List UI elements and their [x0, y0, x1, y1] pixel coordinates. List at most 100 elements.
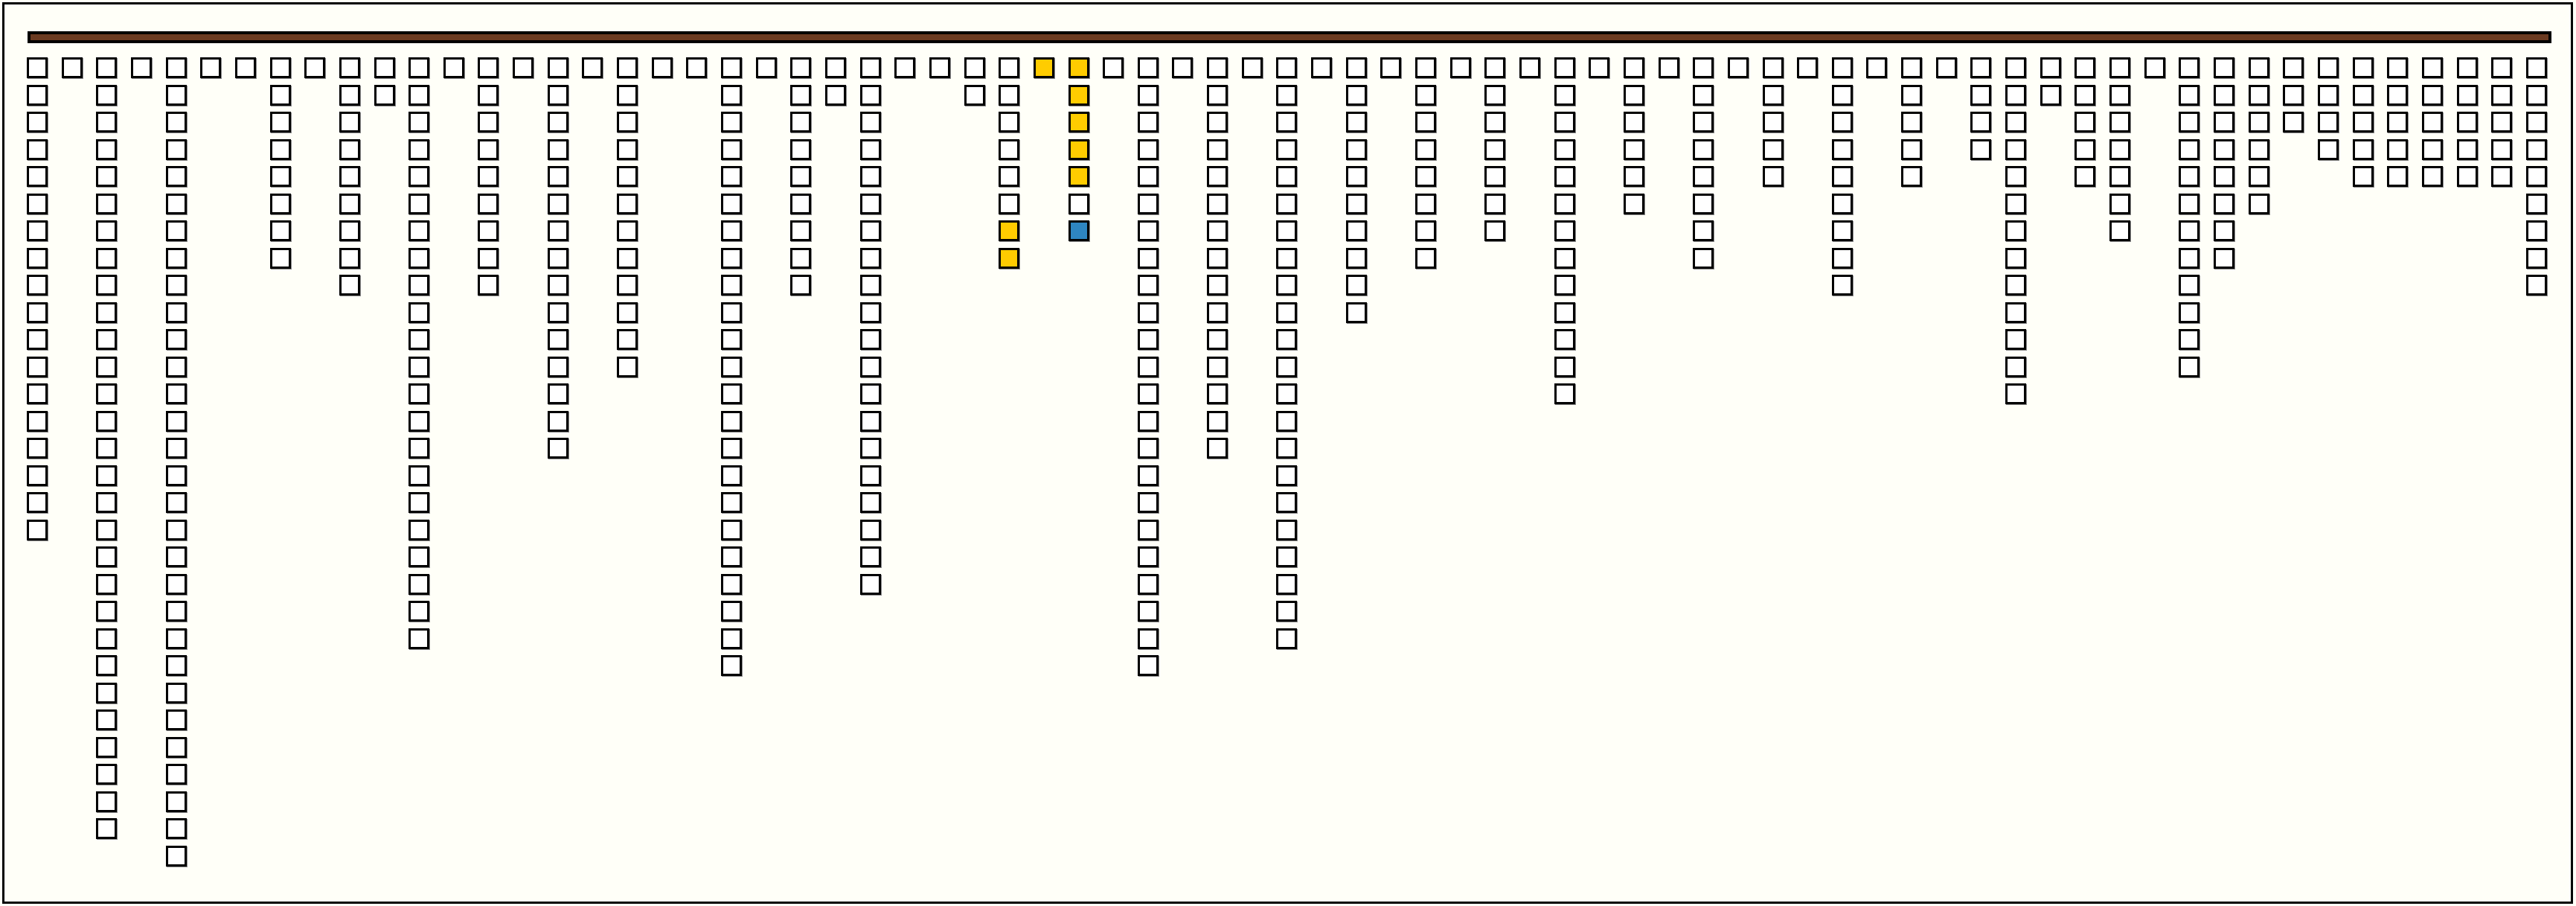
cell-empty[interactable] — [999, 193, 1020, 214]
cell-empty[interactable] — [2456, 84, 2478, 106]
cell-empty[interactable] — [165, 519, 187, 540]
cell-empty[interactable] — [547, 57, 568, 78]
cell-empty[interactable] — [1207, 138, 1228, 160]
cell-empty[interactable] — [1345, 57, 1367, 78]
cell-empty[interactable] — [408, 628, 430, 649]
cell-empty[interactable] — [1276, 220, 1298, 241]
cell-empty[interactable] — [2525, 112, 2547, 133]
cell-empty[interactable] — [1137, 383, 1159, 404]
cell-empty[interactable] — [408, 138, 430, 160]
cell-empty[interactable] — [2352, 166, 2374, 187]
cell-empty[interactable] — [2456, 166, 2478, 187]
cell-empty[interactable] — [269, 220, 291, 241]
cell-empty[interactable] — [478, 220, 499, 241]
cell-empty[interactable] — [859, 465, 881, 486]
cell-empty[interactable] — [304, 57, 326, 78]
cell-empty[interactable] — [2005, 247, 2027, 269]
cell-empty[interactable] — [96, 247, 118, 269]
cell-empty[interactable] — [165, 57, 187, 78]
cell-empty[interactable] — [1554, 138, 1575, 160]
cell-empty[interactable] — [2179, 166, 2200, 187]
cell-empty[interactable] — [2179, 220, 2200, 241]
cell-empty[interactable] — [547, 84, 568, 106]
cell-empty[interactable] — [269, 193, 291, 214]
cell-empty[interactable] — [1831, 193, 1853, 214]
cell-empty[interactable] — [790, 84, 812, 106]
cell-empty[interactable] — [1345, 112, 1367, 133]
cell-empty[interactable] — [1831, 275, 1853, 296]
cell-empty[interactable] — [859, 275, 881, 296]
cell-empty[interactable] — [1276, 166, 1298, 187]
cell-empty[interactable] — [1137, 220, 1159, 241]
cell-empty[interactable] — [2109, 166, 2130, 187]
cell-empty[interactable] — [1866, 57, 1888, 78]
cell-empty[interactable] — [1415, 84, 1436, 106]
cell-empty[interactable] — [859, 519, 881, 540]
cell-empty[interactable] — [165, 112, 187, 133]
cell-empty[interactable] — [999, 84, 1020, 106]
cell-empty[interactable] — [824, 57, 846, 78]
cell-empty[interactable] — [1970, 57, 1992, 78]
cell-empty[interactable] — [859, 220, 881, 241]
cell-empty[interactable] — [96, 356, 118, 377]
cell-empty[interactable] — [1345, 220, 1367, 241]
cell-empty[interactable] — [2005, 356, 2027, 377]
cell-empty[interactable] — [1970, 138, 1992, 160]
cell-empty[interactable] — [408, 166, 430, 187]
cell-empty[interactable] — [721, 628, 742, 649]
cell-empty[interactable] — [339, 275, 360, 296]
cell-empty[interactable] — [1484, 193, 1506, 214]
cell-empty[interactable] — [2179, 84, 2200, 106]
cell-empty[interactable] — [478, 84, 499, 106]
cell-empty[interactable] — [96, 791, 118, 812]
cell-empty[interactable] — [2491, 57, 2513, 78]
cell-empty[interactable] — [165, 628, 187, 649]
cell-empty[interactable] — [1415, 220, 1436, 241]
cell-empty[interactable] — [165, 818, 187, 839]
cell-empty[interactable] — [2213, 57, 2234, 78]
cell-empty[interactable] — [721, 546, 742, 567]
cell-empty[interactable] — [1484, 166, 1506, 187]
cell-empty[interactable] — [686, 57, 708, 78]
cell-empty[interactable] — [165, 655, 187, 676]
cell-empty[interactable] — [27, 438, 48, 459]
cell-empty[interactable] — [1137, 193, 1159, 214]
cell-empty[interactable] — [547, 383, 568, 404]
cell-empty[interactable] — [408, 247, 430, 269]
cell-empty[interactable] — [617, 57, 638, 78]
cell-empty[interactable] — [547, 410, 568, 432]
cell-empty[interactable] — [1554, 275, 1575, 296]
cell-empty[interactable] — [408, 84, 430, 106]
cell-empty[interactable] — [1970, 84, 1992, 106]
cell-empty[interactable] — [2109, 220, 2130, 241]
cell-empty[interactable] — [96, 519, 118, 540]
cell-empty[interactable] — [2387, 57, 2409, 78]
cell-empty[interactable] — [617, 356, 638, 377]
cell-empty[interactable] — [1727, 57, 1749, 78]
cell-empty[interactable] — [617, 247, 638, 269]
cell-empty[interactable] — [1415, 166, 1436, 187]
cell-empty[interactable] — [339, 138, 360, 160]
cell-empty[interactable] — [859, 573, 881, 595]
cell-empty[interactable] — [165, 601, 187, 622]
cell-yellow[interactable] — [1033, 57, 1054, 78]
cell-empty[interactable] — [2179, 329, 2200, 350]
cell-empty[interactable] — [2005, 112, 2027, 133]
cell-empty[interactable] — [1276, 383, 1298, 404]
cell-empty[interactable] — [1831, 166, 1853, 187]
cell-empty[interactable] — [2283, 57, 2304, 78]
cell-empty[interactable] — [443, 57, 464, 78]
cell-empty[interactable] — [2005, 329, 2027, 350]
cell-empty[interactable] — [2421, 166, 2443, 187]
cell-empty[interactable] — [2040, 57, 2061, 78]
cell-empty[interactable] — [339, 247, 360, 269]
cell-empty[interactable] — [408, 492, 430, 513]
cell-empty[interactable] — [2179, 138, 2200, 160]
cell-empty[interactable] — [547, 247, 568, 269]
cell-empty[interactable] — [617, 138, 638, 160]
cell-empty[interactable] — [1137, 138, 1159, 160]
cell-empty[interactable] — [408, 519, 430, 540]
cell-empty[interactable] — [1554, 84, 1575, 106]
cell-empty[interactable] — [2109, 112, 2130, 133]
cell-yellow[interactable] — [999, 220, 1020, 241]
